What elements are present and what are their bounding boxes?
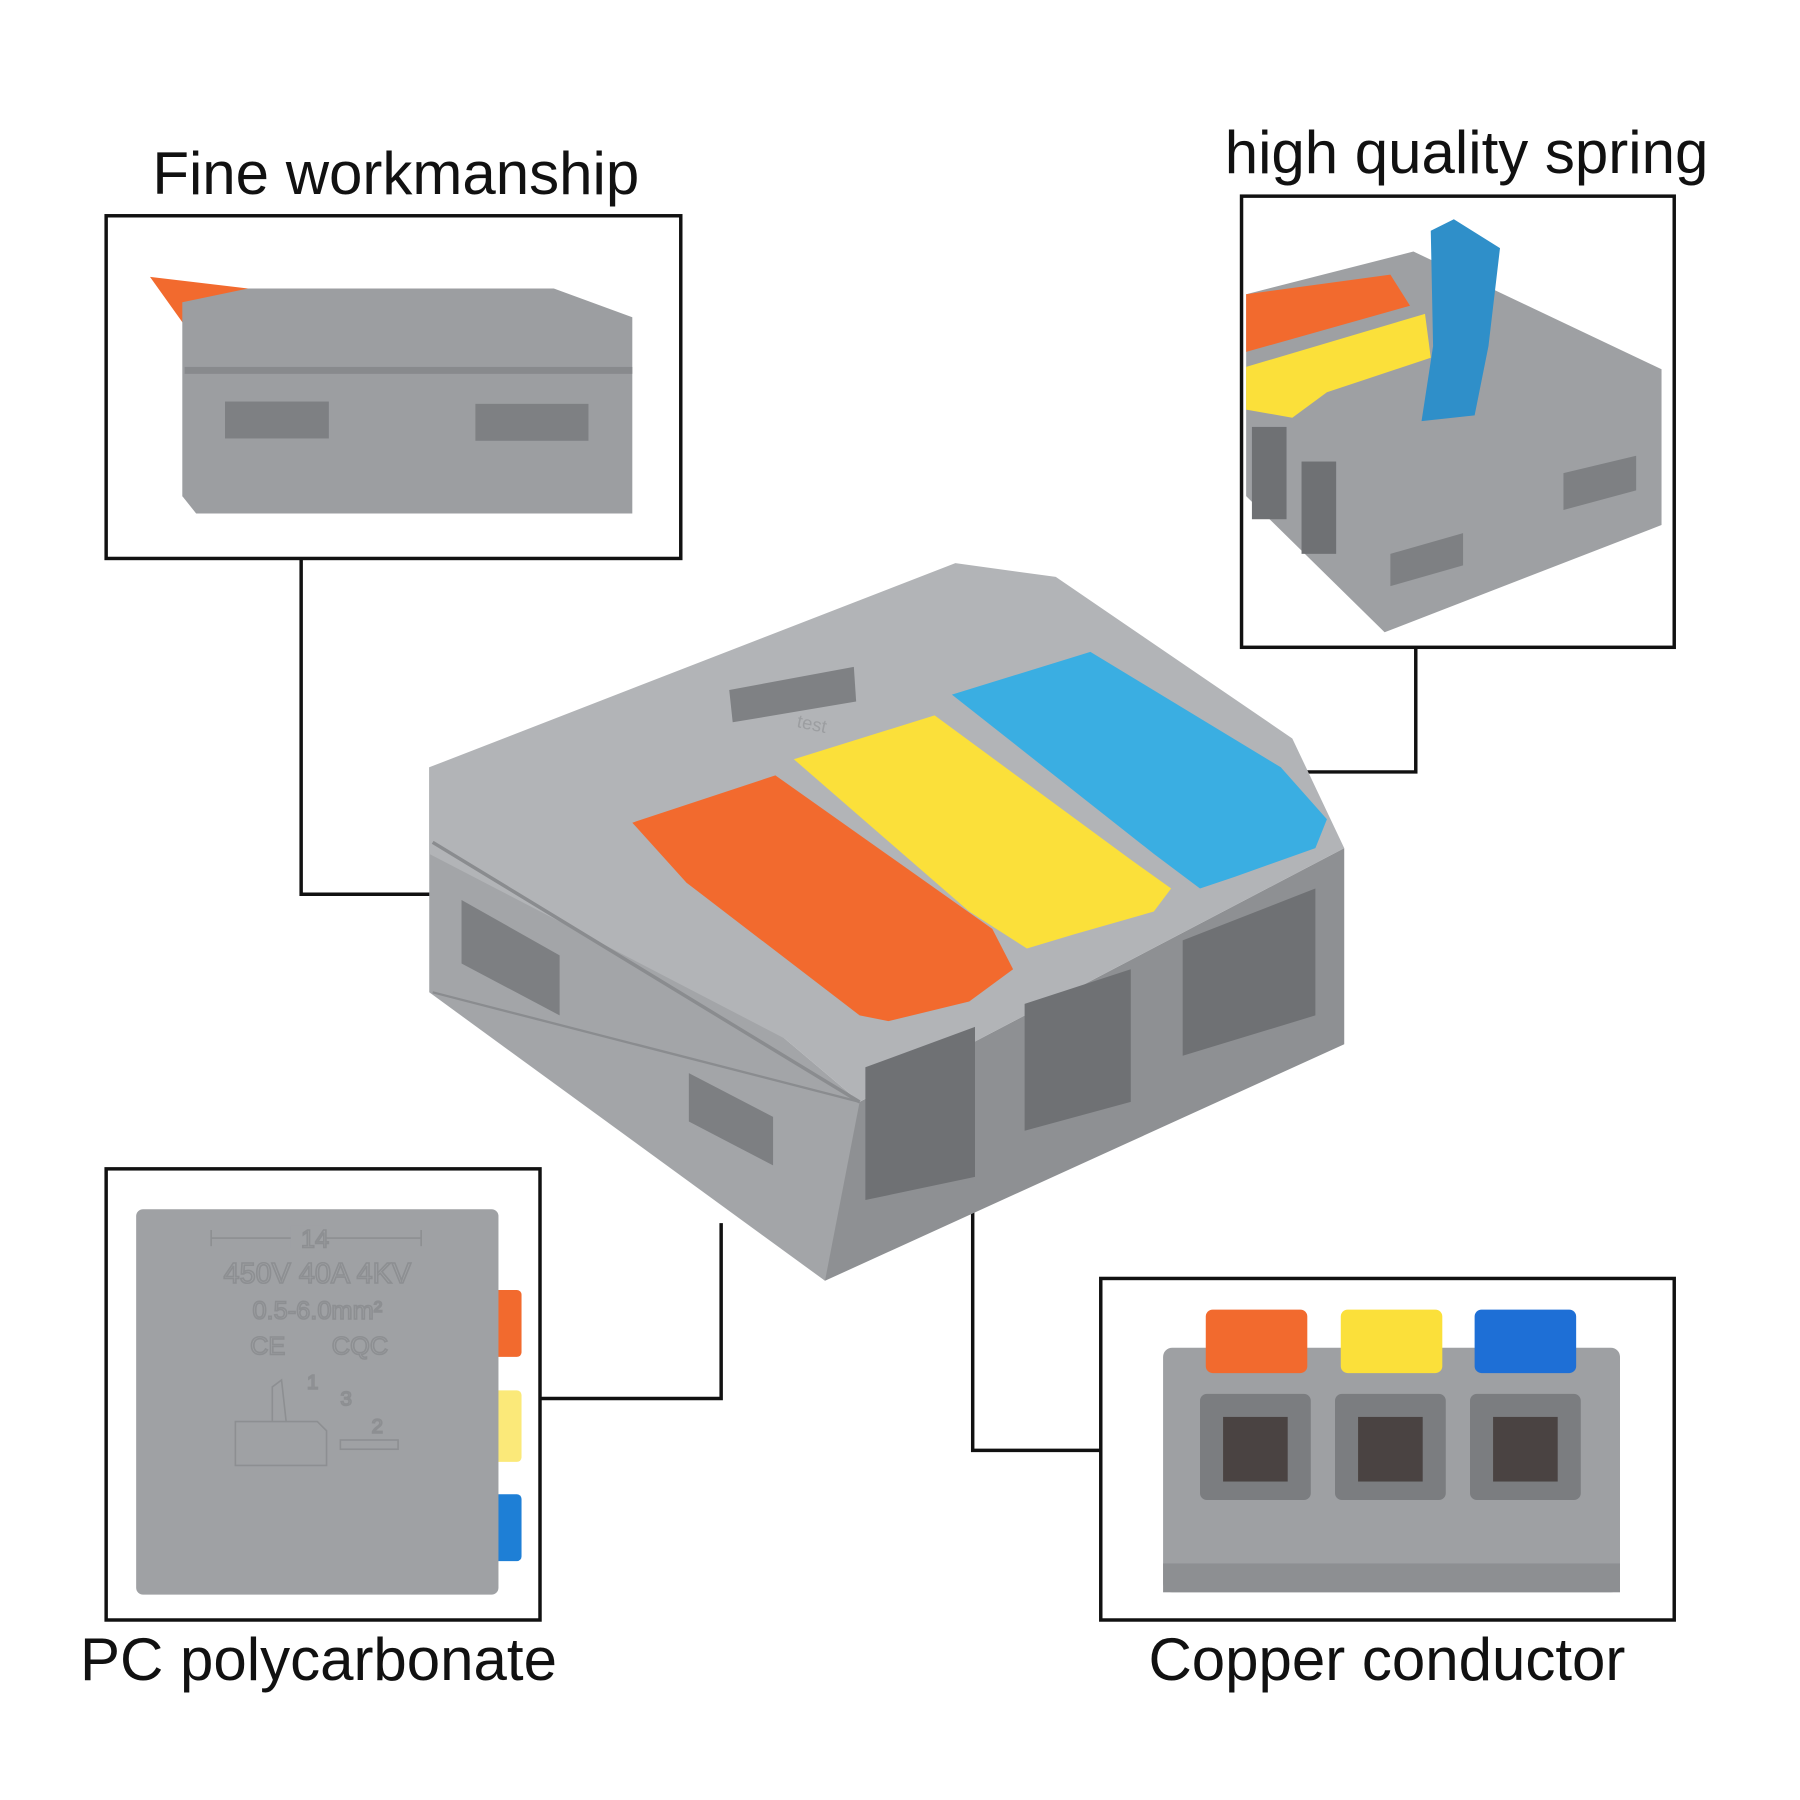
- bottom-view-image: 14 450V 40A 4KV 0.5-6.0mm² CE CQC 1 3 2: [136, 1209, 522, 1595]
- leader-fine-workmanship: [299, 558, 468, 896]
- marking-cqc: CQC: [332, 1333, 388, 1361]
- callout-high-quality-spring: high quality spring: [1225, 119, 1709, 650]
- leader-copper: [970, 1136, 1101, 1453]
- wire-port-1: [865, 1026, 975, 1200]
- wire-port-2: [1024, 969, 1131, 1131]
- front-view-image: [1163, 1309, 1620, 1593]
- callout-title: high quality spring: [1225, 119, 1709, 186]
- callout-title: Fine workmanship: [152, 140, 639, 207]
- marking-step-2: 2: [372, 1415, 384, 1438]
- side-view-image: [150, 276, 633, 514]
- marking-ce: CE: [250, 1333, 285, 1361]
- marking-step-3: 3: [340, 1387, 352, 1410]
- lever-orange: [632, 775, 1014, 1022]
- leader-polycarbonate: [540, 1223, 723, 1401]
- leader-spring: [1300, 647, 1418, 774]
- marking-dimension: 14: [301, 1225, 329, 1253]
- marking-step-1: 1: [307, 1371, 319, 1394]
- callout-title: Copper conductor: [1148, 1626, 1625, 1693]
- callout-pc-polycarbonate: 14 450V 40A 4KV 0.5-6.0mm² CE CQC 1 3 2 …: [80, 1167, 557, 1693]
- wire-port-3: [1182, 888, 1316, 1056]
- marking-wire-range: 0.5-6.0mm²: [252, 1297, 382, 1325]
- leader-lines: [299, 558, 1418, 1453]
- callout-title: PC polycarbonate: [80, 1626, 557, 1693]
- test-window: [729, 666, 857, 723]
- marking-rating: 450V 40A 4KV: [224, 1258, 412, 1290]
- main-connector-image: test: [429, 563, 1345, 1281]
- open-lever-image: [1246, 219, 1662, 633]
- lever-yellow: [793, 715, 1172, 949]
- lever-blue: [951, 651, 1327, 889]
- callout-fine-workmanship: Fine workmanship: [104, 140, 683, 561]
- callout-copper-conductor: Copper conductor: [1099, 1276, 1676, 1693]
